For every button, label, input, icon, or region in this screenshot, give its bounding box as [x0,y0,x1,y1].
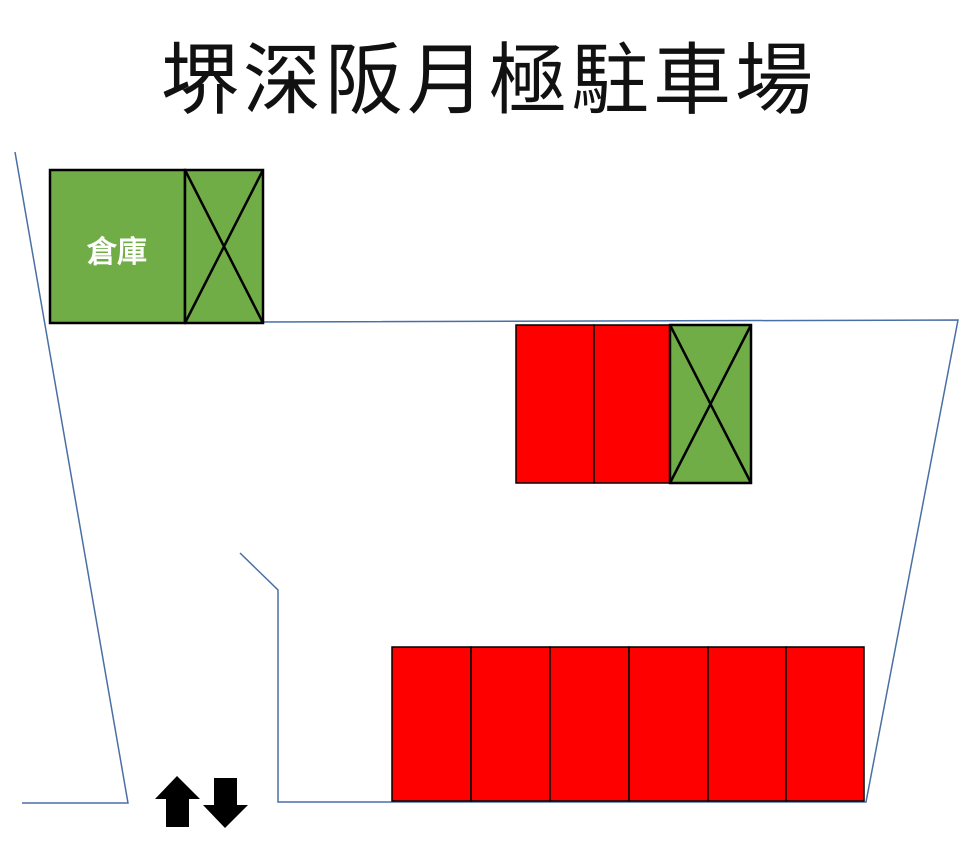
down-arrow-icon [203,778,248,828]
storage-label: 倉庫 [86,235,147,270]
parking-space[interactable] [391,646,472,802]
up-down-arrows-icon [155,776,248,828]
parking-space-unavailable [668,323,753,485]
page-title: 堺深阪月極駐車場 [160,36,817,126]
up-arrow-icon [155,776,200,827]
parking-space[interactable] [470,646,551,802]
parking-space-unavailable [183,168,265,325]
parking-space[interactable] [515,324,595,484]
lot-boundary [14,151,959,804]
parking-space[interactable] [628,646,709,802]
parking-space[interactable] [549,646,630,802]
parking-space[interactable] [707,646,787,802]
storage-building: 倉庫 [48,168,187,325]
parking-space[interactable] [785,646,865,802]
parking-space[interactable] [593,324,671,484]
